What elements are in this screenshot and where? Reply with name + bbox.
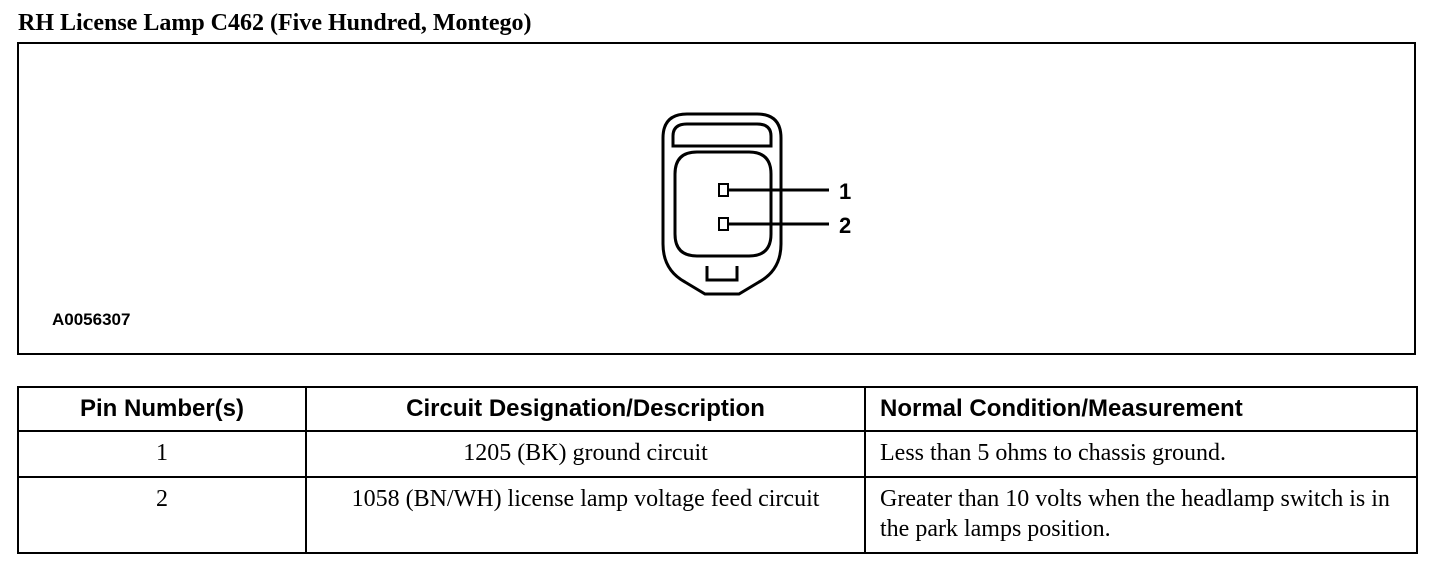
pin-cell: 1 <box>17 430 307 478</box>
pin-1-label: 1 <box>839 179 851 204</box>
circuit-cell: 1058 (BN/WH) license lamp voltage feed c… <box>305 476 866 554</box>
table-row: 1 1205 (BK) ground circuit Less than 5 o… <box>17 430 1418 478</box>
connector-key-notch <box>705 266 739 282</box>
connector-latch <box>671 122 773 148</box>
page-title: RH License Lamp C462 (Five Hundred, Mont… <box>18 10 532 36</box>
condition-cell: Greater than 10 volts when the headlamp … <box>864 476 1418 554</box>
circuit-cell: 1205 (BK) ground circuit <box>305 430 866 478</box>
connector-cavity <box>673 150 773 258</box>
connector-drawing: 1 2 A0056307 <box>52 112 851 329</box>
figure-id: A0056307 <box>52 310 130 329</box>
table-header-row: Pin Number(s) Circuit Designation/Descri… <box>17 386 1418 432</box>
pin-2-label: 2 <box>839 213 851 238</box>
pin-1-terminal <box>718 183 729 197</box>
header-condition: Normal Condition/Measurement <box>864 386 1418 432</box>
pin-cell: 2 <box>17 476 307 554</box>
header-circuit: Circuit Designation/Description <box>305 386 866 432</box>
pin-2-terminal <box>718 217 729 231</box>
connector-diagram: 1 2 A0056307 <box>17 42 1416 355</box>
connector-outer-shell <box>661 112 783 296</box>
condition-cell: Less than 5 ohms to chassis ground. <box>864 430 1418 478</box>
table-row: 2 1058 (BN/WH) license lamp voltage feed… <box>17 476 1418 554</box>
header-pin-number: Pin Number(s) <box>17 386 307 432</box>
pin-table: Pin Number(s) Circuit Designation/Descri… <box>17 386 1418 554</box>
